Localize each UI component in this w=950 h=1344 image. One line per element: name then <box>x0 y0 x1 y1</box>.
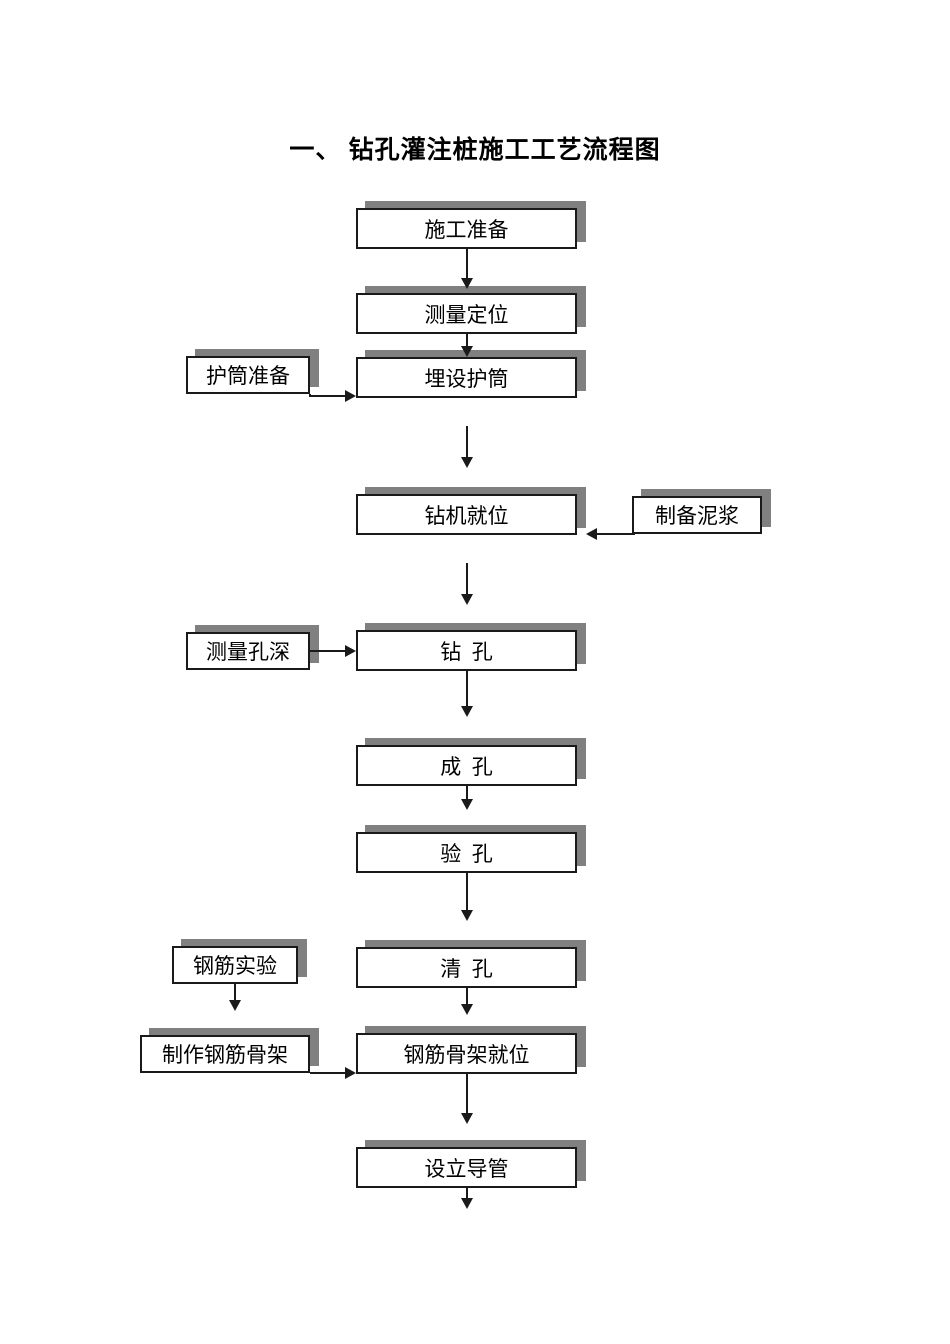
edge-cage-position-to-tremie <box>466 1074 468 1118</box>
node-set-tremie[interactable]: 设立导管 <box>356 1147 577 1188</box>
node-bury-casing[interactable]: 埋设护筒 <box>356 357 577 398</box>
arrow-bury-to-rig <box>461 457 473 468</box>
arrow-clean-to-cage-position <box>461 1004 473 1015</box>
edge-bury-to-rig <box>466 426 468 462</box>
arrow-make-cage-to-cage-position <box>345 1067 356 1079</box>
node-drill[interactable]: 钻 孔 <box>356 630 577 671</box>
node-prep[interactable]: 施工准备 <box>356 208 577 249</box>
node-inspect-hole[interactable]: 验 孔 <box>356 832 577 873</box>
arrow-casing-prep-to-bury <box>345 390 356 402</box>
edge-drill-to-hole-formed <box>466 671 468 711</box>
edge-mud-prep-to-rig <box>597 533 635 535</box>
edge-make-cage-to-cage-position <box>310 1072 350 1074</box>
edge-rebar-test-to-make-cage <box>234 984 236 1006</box>
edge-rig-to-drill <box>466 563 468 600</box>
arrow-mud-prep-to-rig <box>586 528 597 540</box>
edge-survey-to-bury <box>466 334 468 353</box>
arrow-rebar-test-to-make-cage <box>229 1000 241 1011</box>
edge-tremie-continues <box>466 1182 468 1204</box>
edge-prep-to-survey <box>466 249 468 282</box>
node-rebar-test[interactable]: 钢筋实验 <box>172 946 298 984</box>
edge-inspect-to-clean <box>466 873 468 915</box>
arrow-cage-position-to-tremie <box>461 1113 473 1124</box>
arrow-drill-to-hole-formed <box>461 706 473 717</box>
node-make-cage[interactable]: 制作钢筋骨架 <box>140 1035 310 1073</box>
edge-measure-depth-to-drill <box>310 650 350 652</box>
edge-clean-to-cage-position <box>466 988 468 1010</box>
arrow-survey-to-bury <box>461 346 473 357</box>
node-clean-hole[interactable]: 清 孔 <box>356 947 577 988</box>
edge-casing-prep-to-bury <box>309 395 349 397</box>
node-cage-position[interactable]: 钢筋骨架就位 <box>356 1033 577 1074</box>
arrow-tremie-continues <box>461 1198 473 1209</box>
node-rig-position[interactable]: 钻机就位 <box>356 494 577 535</box>
node-measure-depth[interactable]: 测量孔深 <box>186 632 310 670</box>
node-hole-formed[interactable]: 成 孔 <box>356 745 577 786</box>
arrow-prep-to-survey <box>461 278 473 289</box>
edge-hole-formed-to-inspect <box>466 786 468 804</box>
arrow-measure-depth-to-drill <box>345 645 356 657</box>
page-title: 一、 钻孔灌注桩施工工艺流程图 <box>289 137 661 164</box>
node-casing-prep[interactable]: 护筒准备 <box>186 356 310 394</box>
node-survey[interactable]: 测量定位 <box>356 293 577 334</box>
node-mud-prep[interactable]: 制备泥浆 <box>632 496 762 534</box>
arrow-inspect-to-clean <box>461 910 473 921</box>
arrow-hole-formed-to-inspect <box>461 799 473 810</box>
arrow-rig-to-drill <box>461 594 473 605</box>
